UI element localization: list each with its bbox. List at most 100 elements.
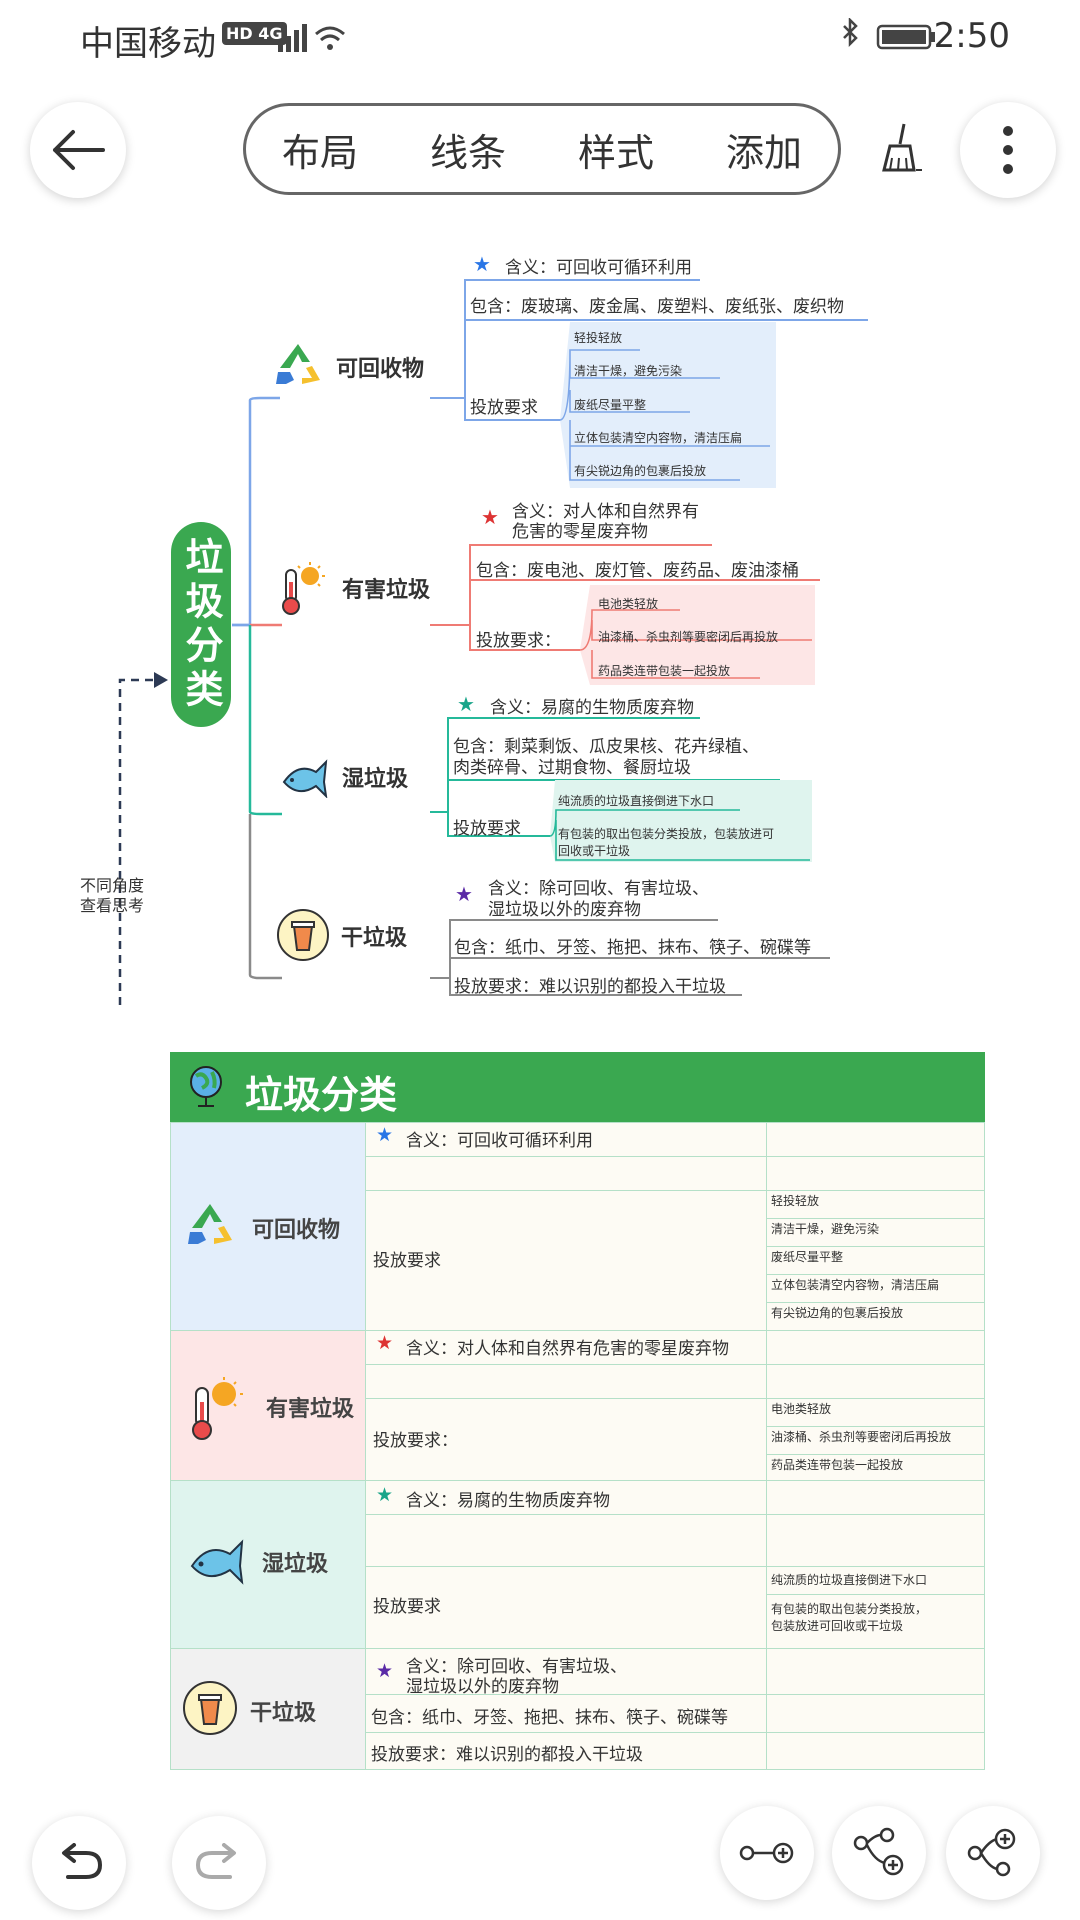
dry-contains[interactable]: 包含：纸巾、牙签、拖把、抹布、筷子、碗碟等	[454, 938, 811, 958]
table-label-recyclable: 可回收物	[252, 1218, 341, 1243]
add-parent-icon	[967, 1828, 1016, 1877]
add-parent-button[interactable]	[946, 1806, 1040, 1900]
table-cell[interactable]	[365, 1122, 766, 1156]
broom-icon	[882, 123, 922, 172]
cup-icon	[277, 909, 329, 961]
add-child-button[interactable]	[832, 1806, 926, 1900]
add-sibling-button[interactable]	[720, 1806, 814, 1900]
more-button[interactable]	[960, 102, 1056, 198]
wet-req-2[interactable]: 有包装的取出包装分类投放，包装放进可	[558, 827, 775, 841]
bluetooth-battery-icon	[843, 18, 935, 50]
table-cell[interactable]	[766, 1480, 984, 1514]
thermometer-sun-icon	[282, 562, 325, 615]
table-cell[interactable]	[766, 1694, 984, 1732]
dry-meaning-1[interactable]: 含义：除可回收、有害垃圾、	[488, 879, 709, 899]
table-cell[interactable]	[766, 1246, 984, 1274]
hazardous-req-label[interactable]: 投放要求：	[476, 631, 561, 651]
wet-req-label[interactable]: 投放要求	[453, 819, 521, 839]
wet-req-3[interactable]: 回收或干垃圾	[558, 844, 631, 858]
table-cell[interactable]	[766, 1426, 984, 1454]
table-cell[interactable]	[766, 1514, 984, 1566]
wet-contains-1[interactable]: 包含：剩菜剩饭、瓜皮果核、花卉绿植、	[453, 737, 759, 757]
table-cell[interactable]	[365, 1398, 766, 1480]
branch-hazardous[interactable]: 有害垃圾	[342, 578, 431, 603]
table-cell[interactable]	[365, 1480, 766, 1514]
table-cell[interactable]	[365, 1156, 766, 1190]
recyclable-req-1[interactable]: 轻投轻放	[574, 331, 623, 345]
wet-req-1[interactable]: 纯流质的垃圾直接倒进下水口	[558, 794, 715, 808]
fish-icon	[282, 759, 328, 798]
table-cell[interactable]	[365, 1364, 766, 1398]
recycle-icon	[276, 344, 320, 384]
table-cell[interactable]	[766, 1330, 984, 1364]
table-cell[interactable]	[766, 1156, 984, 1190]
hazardous-meaning-2[interactable]: 危害的零星废弃物	[512, 522, 648, 542]
hazardous-meaning-1[interactable]: 含义：对人体和自然界有	[512, 502, 699, 522]
table-cell[interactable]	[365, 1330, 766, 1364]
hazardous-req-1[interactable]: 电池类轻放	[598, 597, 659, 611]
table-cell[interactable]	[766, 1566, 984, 1594]
table-cell[interactable]	[766, 1732, 984, 1769]
table-cat-recyclable[interactable]	[171, 1122, 365, 1330]
table-recyclable-req-3: 废纸尽量平整	[771, 1250, 844, 1264]
recyclable-req-5[interactable]: 有尖锐边角的包裹后投放	[574, 464, 707, 478]
table-wet-req-3: 包装放进可回收或干垃圾	[771, 1619, 904, 1633]
table-cell[interactable]	[365, 1514, 766, 1566]
tab-style[interactable]: 样式	[577, 130, 654, 175]
table-cell[interactable]	[365, 1566, 766, 1648]
clear-button[interactable]	[876, 120, 924, 180]
branch-recyclable[interactable]: 可回收物	[336, 357, 425, 382]
tab-lines[interactable]: 线条	[429, 130, 506, 175]
mindmap-root[interactable]: 垃圾分类	[171, 522, 231, 727]
table-cell[interactable]	[766, 1454, 984, 1480]
table-recyclable-req-2: 清洁干燥，避免污染	[771, 1222, 880, 1236]
wet-contains-2[interactable]: 肉类碎骨、过期食物、餐厨垃圾	[453, 758, 691, 778]
hazardous-req-3[interactable]: 药品类连带包装一起投放	[598, 664, 731, 678]
recyclable-meaning[interactable]: 含义：可回收可循环利用	[505, 258, 692, 278]
table-hazardous-req-1: 电池类轻放	[771, 1402, 832, 1416]
table-wet-req-label: 投放要求	[373, 1597, 441, 1617]
table-cell[interactable]	[365, 1694, 766, 1732]
tab-add[interactable]: 添加	[725, 130, 802, 175]
branch-dry[interactable]: 干垃圾	[341, 926, 408, 951]
table-cell[interactable]	[766, 1190, 984, 1218]
recyclable-contains[interactable]: 包含：废玻璃、废金属、废塑料、废纸张、废织物	[470, 297, 844, 317]
globe-icon	[190, 1066, 222, 1107]
undo-button[interactable]	[32, 1816, 126, 1910]
note-line-1: 不同角度	[80, 876, 145, 895]
table-cell[interactable]	[365, 1732, 766, 1769]
star-icon: ★	[455, 882, 473, 906]
redo-button[interactable]	[172, 1816, 266, 1910]
table-cell[interactable]	[365, 1648, 766, 1694]
table-cell[interactable]	[766, 1218, 984, 1246]
wet-meaning[interactable]: 含义：易腐的生物质废弃物	[490, 698, 694, 718]
table-dry-contains: 包含：纸巾、牙签、拖把、抹布、筷子、碗碟等	[371, 1708, 728, 1728]
table-cell[interactable]	[365, 1190, 766, 1330]
recyclable-req-4[interactable]: 立体包装清空内容物，清洁压扁	[574, 431, 743, 445]
table-cell[interactable]	[766, 1302, 984, 1330]
recyclable-req-3[interactable]: 废纸尽量平整	[574, 398, 647, 412]
table-cell[interactable]	[766, 1122, 984, 1156]
table-cell[interactable]	[766, 1594, 984, 1648]
table-recyclable-meaning: 含义：可回收可循环利用	[406, 1131, 593, 1151]
back-button[interactable]	[30, 102, 126, 198]
mindmap-connectors	[118, 279, 868, 1010]
hazardous-req-2[interactable]: 油漆桶、杀虫剂等要密闭后再投放	[598, 630, 779, 644]
dry-meaning-2[interactable]: 湿垃圾以外的废弃物	[488, 900, 641, 920]
table-cell[interactable]	[766, 1398, 984, 1426]
table-cell[interactable]	[766, 1274, 984, 1302]
table-cell[interactable]	[766, 1648, 984, 1694]
status-bar: 中国移动 HD 4G 2:50	[0, 0, 1080, 72]
thermometer-sun-icon	[192, 1377, 243, 1440]
recyclable-req-2[interactable]: 清洁干燥，避免污染	[574, 364, 683, 378]
relationship-note[interactable]: 不同角度 查看思考	[80, 876, 144, 916]
more-vertical-icon	[1003, 126, 1013, 174]
branch-wet[interactable]: 湿垃圾	[342, 767, 409, 792]
star-icon: ★	[376, 1124, 394, 1146]
table-dry-meaning-2: 湿垃圾以外的废弃物	[406, 1677, 559, 1697]
recyclable-req-label[interactable]: 投放要求	[470, 398, 538, 418]
dry-req[interactable]: 投放要求：难以识别的都投入干垃圾	[454, 977, 726, 997]
tab-layout[interactable]: 布局	[281, 130, 358, 175]
table-cell[interactable]	[766, 1364, 984, 1398]
hazardous-contains[interactable]: 包含：废电池、废灯管、废药品、废油漆桶	[476, 561, 799, 581]
